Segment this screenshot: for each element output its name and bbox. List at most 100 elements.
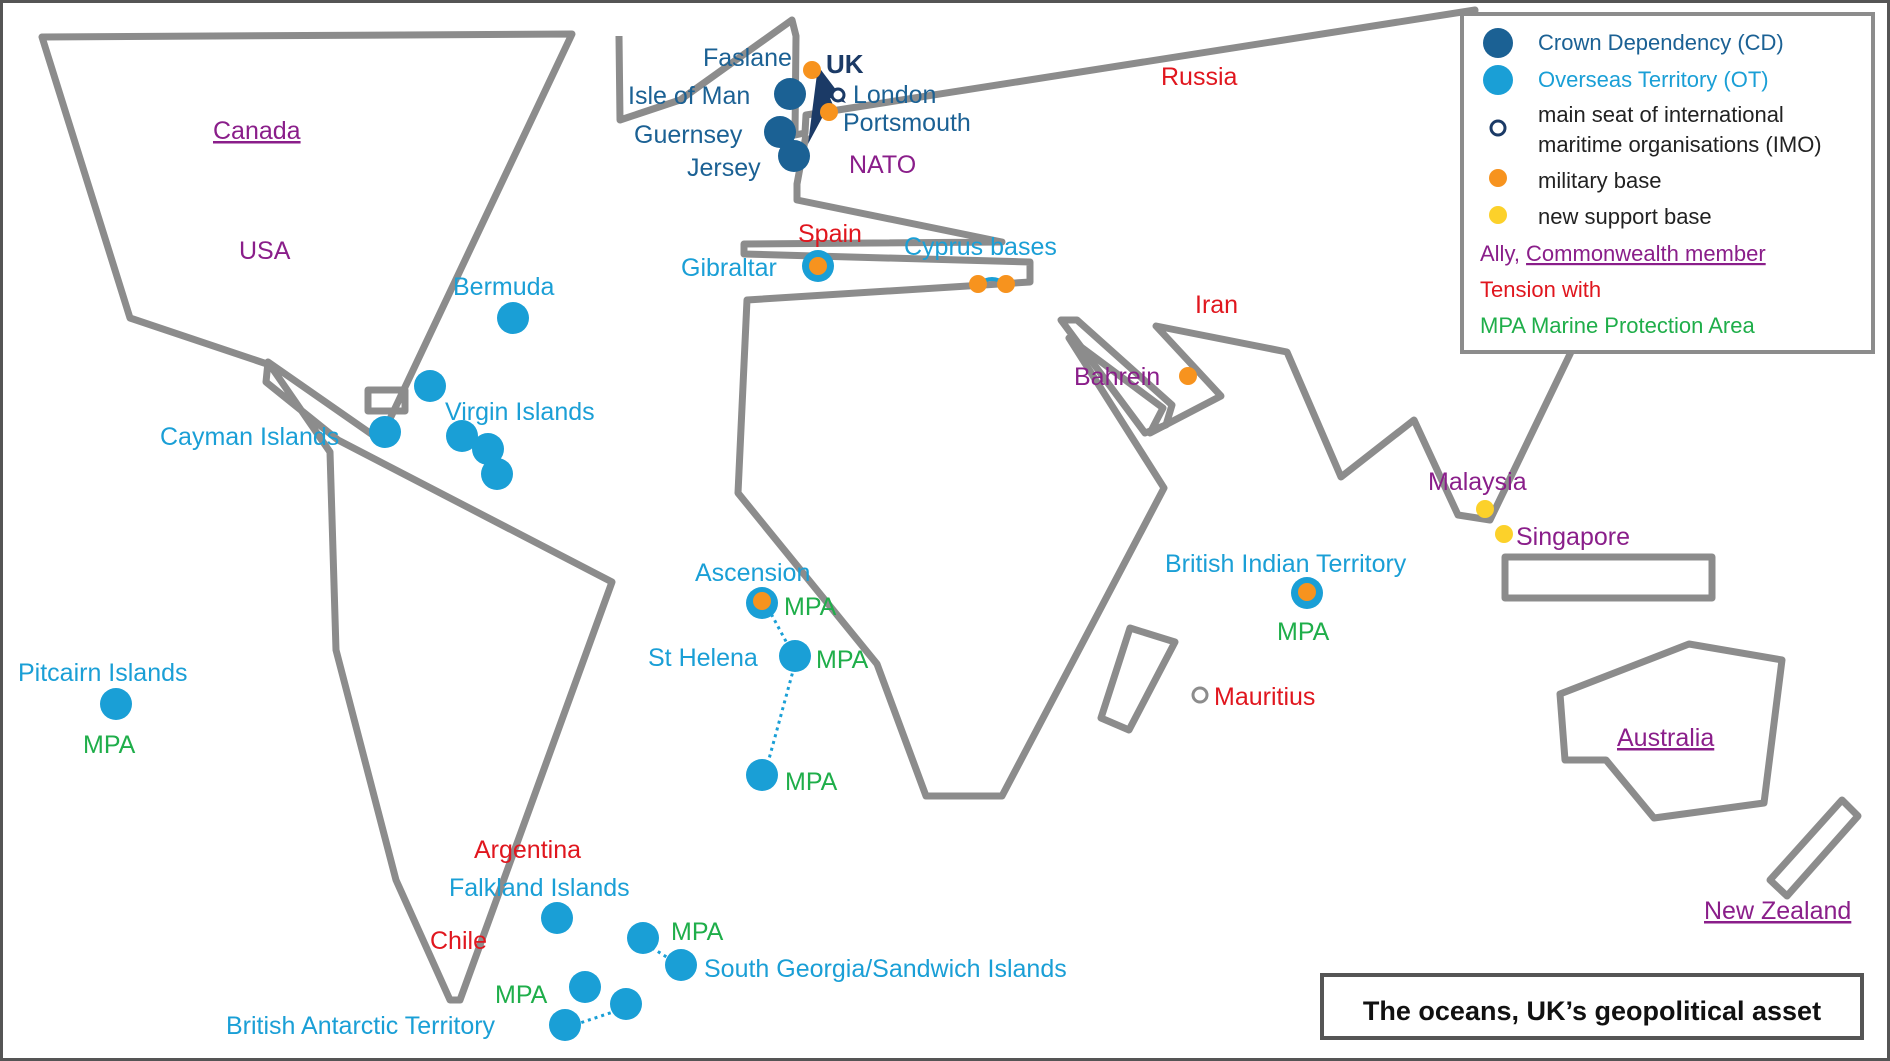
title-frame [1320,973,1864,1040]
label-bermuda: Bermuda [453,273,555,301]
label-pitcairn: Pitcairn Islands [18,659,188,687]
label-cayman: Cayman Islands [160,423,339,451]
mpa-south-georgia: MPA [671,918,724,946]
label-ascension: Ascension [695,559,810,587]
label-nato: NATO [849,151,916,179]
label-spain: Spain [798,220,862,248]
gibraltar-base[interactable] [809,257,827,275]
label-isle-of-man: Isle of Man [628,82,750,110]
title-box: The oceans, UK’s geopolitical asset [1320,973,1864,1040]
label-jersey: Jersey [687,154,761,182]
label-iran: Iran [1195,291,1238,319]
label-cyprus-bases: Cyprus bases [904,233,1057,261]
antarctic-marker-3[interactable] [549,1009,581,1041]
singapore-support[interactable] [1495,525,1513,543]
legend-support-swatch [1489,206,1507,224]
malaysia-support[interactable] [1476,500,1494,518]
antarctic-marker-2[interactable] [610,988,642,1020]
indonesia-outline [1501,553,1716,602]
label-virgin: Virgin Islands [445,398,595,426]
mpa-pitcairn: MPA [83,731,136,759]
legend-mpa-label: MPA Marine Protection Area [1480,313,1755,338]
biot-base[interactable] [1298,583,1316,601]
guernsey-marker[interactable] [764,116,796,148]
legend-imo-swatch [1489,119,1507,137]
legend-support-label: new support base [1538,204,1712,229]
legend-imo-label-1: main seat of international [1538,102,1784,127]
sthelena-tristan-link [764,659,798,771]
st-helena-marker[interactable] [779,640,811,672]
new-zealand-outline [1766,796,1862,900]
label-london: London [853,81,936,109]
mpa-st-helena: MPA [816,646,869,674]
label-australia: Australia [1617,724,1714,752]
south-georgia-marker-1[interactable] [627,922,659,954]
legend-ally-label: Ally, Commonwealth member [1480,241,1766,266]
legend-imo-label-2: maritime organisations (IMO) [1538,132,1822,157]
faslane-base[interactable] [803,61,821,79]
label-argentina: Argentina [474,836,581,864]
label-south-georgia: South Georgia/Sandwich Islands [704,955,1067,983]
mpa-ascension: MPA [784,593,837,621]
legend-box [1460,12,1875,354]
mpa-biot: MPA [1277,618,1330,646]
london-imo-marker[interactable] [830,87,846,103]
cyprus-base-1[interactable] [969,275,987,293]
eurasia-outline [615,6,1610,800]
label-biot: British Indian Territory [1165,550,1407,578]
legend: Crown Dependency (CD) Overseas Territory… [1460,12,1875,354]
bahrein-base[interactable] [1179,367,1197,385]
legend-military-label: military base [1538,168,1661,193]
madagascar-outline [1097,624,1179,734]
portsmouth-base[interactable] [820,103,838,121]
map-title: The oceans, UK’s geopolitical asset [1363,996,1821,1026]
label-bahrein: Bahrein [1074,363,1160,391]
virgin-islands-marker-3[interactable] [481,458,513,490]
label-new-zealand: New Zealand [1704,897,1851,925]
cayman-marker[interactable] [369,416,401,448]
label-mauritius: Mauritius [1214,683,1315,711]
legend-cd-swatch [1483,28,1513,58]
label-uk: UK [826,49,864,79]
label-faslane: Faslane [703,44,792,72]
label-russia: Russia [1161,63,1238,91]
label-st-helena: St Helena [648,644,758,672]
isle-of-man-marker[interactable] [774,78,806,110]
pitcairn-marker[interactable] [100,688,132,720]
australia-outline [1556,640,1786,822]
jersey-marker[interactable] [778,140,810,172]
label-bat: British Antarctic Territory [226,1012,496,1040]
label-falklands: Falkland Islands [449,874,630,902]
ascension-base[interactable] [753,592,771,610]
label-portsmouth: Portsmouth [843,109,971,137]
bermuda-marker[interactable] [497,302,529,334]
falklands-marker[interactable] [541,902,573,934]
antarctic-marker-1[interactable] [569,971,601,1003]
legend-ot-swatch [1483,65,1513,95]
arabia-outline [1057,316,1176,437]
legend-military-swatch [1489,169,1507,187]
label-usa: USA [239,237,291,265]
virgin-islands-marker-2[interactable] [472,433,504,465]
virgin-islands-marker-1[interactable] [446,420,478,452]
south-georgia-marker-2[interactable] [665,949,697,981]
label-malaysia: Malaysia [1428,468,1527,496]
legend-tension-label: Tension with [1480,277,1601,302]
mauritius-marker[interactable] [1191,686,1209,704]
tristan-marker[interactable] [746,759,778,791]
mpa-tristan: MPA [785,768,838,796]
mpa-antarctic: MPA [495,981,548,1009]
label-singapore: Singapore [1516,523,1630,551]
legend-ally-prefix: Ally, [1480,241,1526,266]
turks-marker[interactable] [414,370,446,402]
legend-ot-label: Overseas Territory (OT) [1538,67,1769,92]
label-gibraltar: Gibraltar [681,254,777,282]
label-chile: Chile [430,927,487,955]
label-canada: Canada [213,117,301,145]
north-america-outline [38,30,616,1004]
legend-commonwealth: Commonwealth member [1526,241,1766,266]
cyprus-base-2[interactable] [997,275,1015,293]
legend-cd-label: Crown Dependency (CD) [1538,30,1784,55]
